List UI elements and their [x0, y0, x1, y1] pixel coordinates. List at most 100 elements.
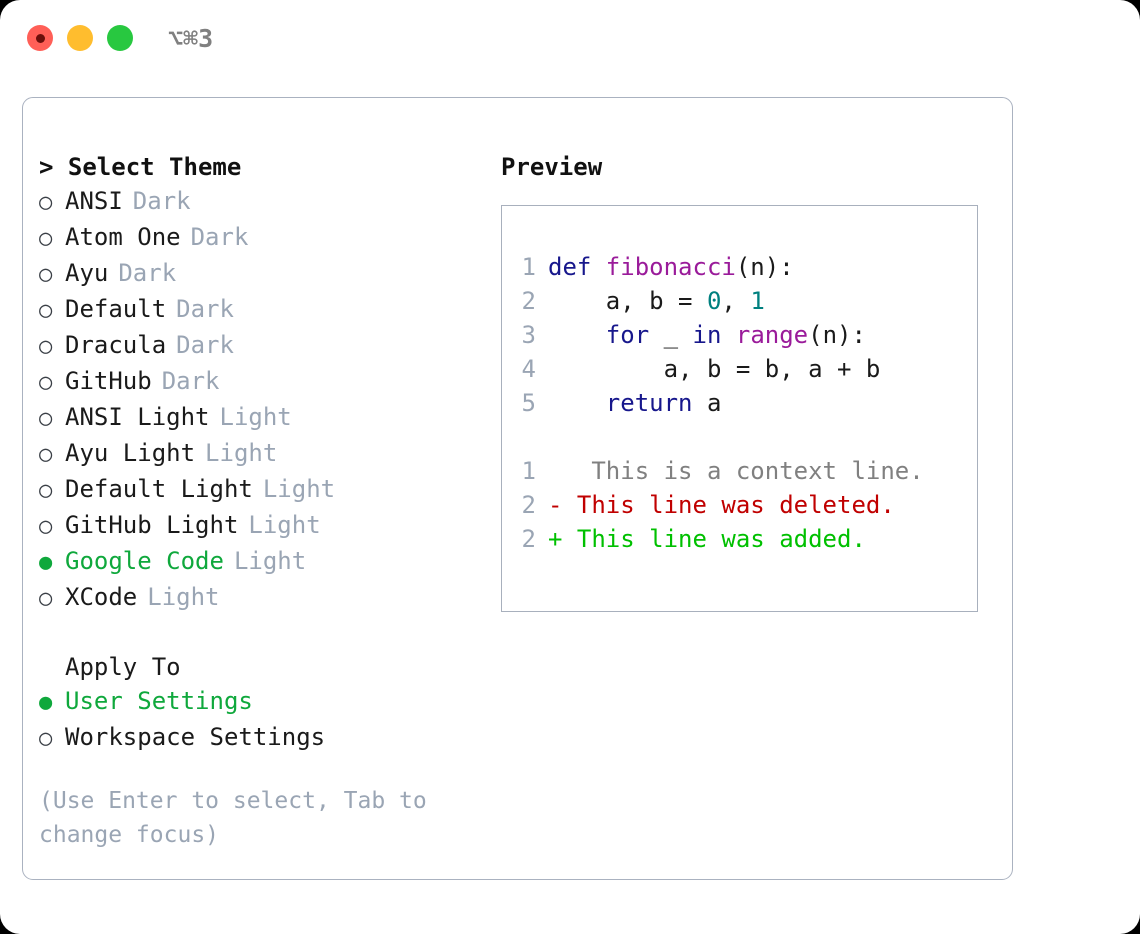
diff-text: This line was deleted.	[562, 491, 895, 519]
code-token-plain: (n):	[808, 321, 866, 349]
theme-option-label: XCode	[65, 583, 138, 611]
theme-option-default[interactable]: ○ Default Dark	[39, 292, 479, 328]
theme-option-tag: Light	[147, 583, 220, 611]
theme-option-label: Default	[65, 295, 167, 323]
code-token-plain	[721, 321, 735, 349]
radio-unselected-icon: ○	[39, 586, 53, 611]
radio-unselected-icon: ○	[39, 334, 53, 359]
code-token-plain: a, b =	[548, 287, 707, 315]
code-token-kw: in	[692, 321, 722, 349]
list-spacer	[39, 616, 479, 650]
code-token-plain: _	[649, 321, 693, 349]
code-text: a, b = 0, 1	[548, 284, 765, 318]
theme-option-tag: Light	[262, 475, 336, 503]
code-text: def fibonacci(n):	[548, 250, 794, 284]
diff-text: This line was added.	[562, 525, 866, 553]
theme-option-tag: Light	[219, 403, 292, 431]
theme-option-tag: Dark	[190, 223, 249, 251]
code-line: 4 a, b = b, a + b	[502, 352, 977, 386]
theme-option-tag: Light	[248, 511, 321, 539]
code-line: 2 a, b = 0, 1	[502, 284, 977, 318]
theme-option-tag: Light	[205, 439, 278, 467]
theme-option-label: ANSI	[65, 187, 123, 215]
line-number: 5	[521, 389, 536, 417]
maximize-button[interactable]	[107, 25, 133, 51]
radio-unselected-icon: ○	[39, 190, 53, 215]
theme-option-label: Default Light	[65, 475, 253, 503]
code-token-num: 1	[750, 287, 765, 315]
radio-unselected-icon: ○	[39, 726, 53, 751]
window-controls	[27, 25, 133, 51]
apply-to-option-label: Workspace Settings	[65, 723, 326, 751]
code-line: 1 def fibonacci(n):	[502, 250, 977, 284]
code-token-plain: ,	[721, 287, 751, 315]
line-number: 3	[521, 321, 536, 349]
apply-to-option-workspace-settings[interactable]: ○ Workspace Settings	[39, 720, 479, 756]
diff-marker: -	[548, 491, 563, 519]
diff-marker: +	[548, 525, 563, 553]
theme-option-ansi-light[interactable]: ○ ANSI Light Light	[39, 400, 479, 436]
radio-unselected-icon: ○	[39, 406, 53, 431]
preview-title: Preview	[501, 153, 603, 181]
theme-option-label: Ayu	[65, 259, 109, 287]
minimize-button[interactable]	[67, 25, 93, 51]
radio-selected-icon: ●	[39, 690, 53, 715]
close-button[interactable]	[27, 25, 53, 51]
title-bar: ⌥⌘3	[0, 0, 1140, 78]
code-line: 3 for _ in range(n):	[502, 318, 977, 352]
theme-option-label: ANSI Light	[65, 403, 210, 431]
code-token-num: 0	[706, 287, 722, 315]
code-text: a, b = b, a + b	[548, 352, 881, 386]
line-number: 2	[521, 525, 536, 553]
code-diff-spacer	[502, 420, 977, 454]
apply-to-list: ● User Settings ○ Workspace Settings	[39, 684, 479, 756]
radio-unselected-icon: ○	[39, 298, 53, 323]
apply-to-option-label: User Settings	[65, 687, 253, 715]
keyboard-shortcut-label: ⌥⌘3	[168, 24, 214, 53]
line-number: 1	[521, 253, 536, 281]
line-number: 4	[521, 355, 536, 383]
keyboard-hint-text: (Use Enter to select, Tab to change focu…	[39, 788, 427, 848]
line-number: 2	[521, 287, 536, 315]
theme-option-default-light[interactable]: ○ Default Light Light	[39, 472, 479, 508]
apply-to-option-user-settings[interactable]: ● User Settings	[39, 684, 479, 720]
radio-unselected-icon: ○	[39, 478, 53, 503]
line-number: 1	[521, 457, 536, 485]
theme-option-xcode[interactable]: ○ XCode Light	[39, 580, 479, 616]
code-text: return a	[548, 386, 722, 420]
theme-option-tag: Light	[233, 547, 307, 575]
radio-unselected-icon: ○	[39, 262, 53, 287]
code-token-plain	[548, 321, 606, 349]
code-token-plain: a	[692, 389, 722, 417]
theme-option-label: Atom One	[65, 223, 181, 251]
theme-option-label: GitHub	[65, 367, 152, 395]
theme-option-tag: Dark	[132, 187, 191, 215]
code-text: for _ in range(n):	[548, 318, 866, 352]
theme-option-tag: Dark	[176, 331, 234, 359]
select-theme-header: > Select Theme	[39, 153, 242, 181]
diff-line-add: 2 + This line was added.	[502, 522, 977, 556]
theme-option-tag: Dark	[118, 259, 177, 287]
radio-unselected-icon: ○	[39, 514, 53, 539]
code-token-fn: range	[735, 321, 809, 349]
theme-option-ayu[interactable]: ○ Ayu Dark	[39, 256, 479, 292]
theme-option-ansi[interactable]: ○ ANSI Dark	[39, 184, 479, 220]
code-token-kw: def	[548, 253, 606, 281]
code-token-kw: return	[605, 389, 693, 417]
diff-line-del: 2- This line was deleted.	[502, 488, 977, 522]
theme-option-tag: Dark	[176, 295, 234, 323]
theme-option-tag: Dark	[161, 367, 220, 395]
code-token-fn: fibonacci	[605, 253, 736, 281]
